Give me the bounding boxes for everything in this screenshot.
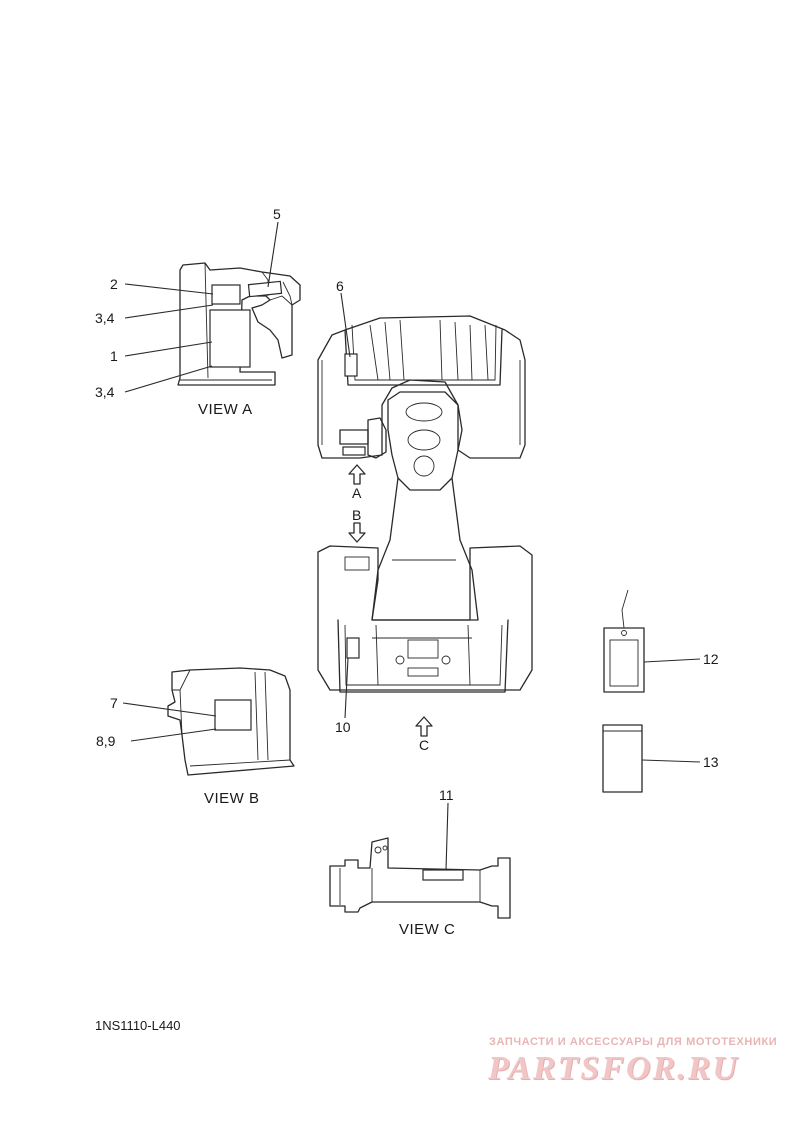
diagram-code: 1NS1110-L440 — [95, 1018, 181, 1033]
callout-6: 6 — [336, 278, 344, 294]
front-rack-bars — [369, 319, 489, 381]
leader-8-9 — [130, 728, 217, 742]
arrow-a-label: A — [352, 485, 362, 501]
arrow-c-icon — [415, 716, 433, 737]
arrow-c-label: C — [419, 737, 429, 753]
leader-10 — [344, 657, 349, 719]
callout-3-4-upper: 3,4 — [95, 310, 115, 326]
view-b-drawing — [167, 667, 295, 776]
callout-1: 1 — [110, 348, 118, 364]
callout-8-9: 8,9 — [96, 733, 116, 749]
view-b-title: VIEW B — [204, 790, 260, 807]
leader-12 — [643, 658, 701, 663]
watermark-tagline: ЗАПЧАСТИ И АКСЕССУАРЫ ДЛЯ МОТОТЕХНИКИ — [489, 1036, 778, 1048]
label-5 — [247, 280, 283, 298]
callout-10: 10 — [335, 719, 351, 735]
atv-top-view — [317, 315, 533, 693]
label-6 — [344, 353, 358, 377]
leader-5 — [267, 221, 279, 288]
callout-2: 2 — [110, 276, 118, 292]
view-a-title: VIEW A — [198, 401, 253, 418]
label-1 — [209, 309, 251, 368]
arrow-a-icon — [348, 464, 366, 485]
callout-7: 7 — [110, 695, 118, 711]
watermark-brand: PARTSFOR.RU — [488, 1050, 739, 1087]
leader-13 — [641, 759, 701, 763]
tag-13-drawing — [602, 724, 643, 793]
arrow-b-label: B — [352, 507, 361, 523]
leader-3-4-lower — [124, 365, 213, 393]
leader-2 — [124, 283, 214, 295]
view-c-drawing — [329, 837, 511, 919]
callout-3-4-lower: 3,4 — [95, 384, 115, 400]
callout-12: 12 — [703, 651, 719, 667]
label-7 — [214, 699, 252, 731]
callout-13: 13 — [703, 754, 719, 770]
callout-5: 5 — [273, 206, 281, 222]
leader-11 — [445, 802, 449, 871]
arrow-b-icon — [348, 522, 366, 543]
tag-12-drawing — [603, 589, 645, 693]
leader-6 — [340, 292, 351, 358]
label-10 — [346, 637, 360, 659]
view-a-drawing — [177, 262, 301, 386]
label-2 — [211, 284, 241, 305]
label-11 — [422, 869, 464, 881]
leader-1 — [124, 341, 213, 357]
leader-7 — [122, 702, 217, 717]
leader-3-4-upper — [124, 304, 214, 319]
callout-11: 11 — [439, 787, 454, 803]
view-c-title: VIEW C — [399, 921, 455, 938]
